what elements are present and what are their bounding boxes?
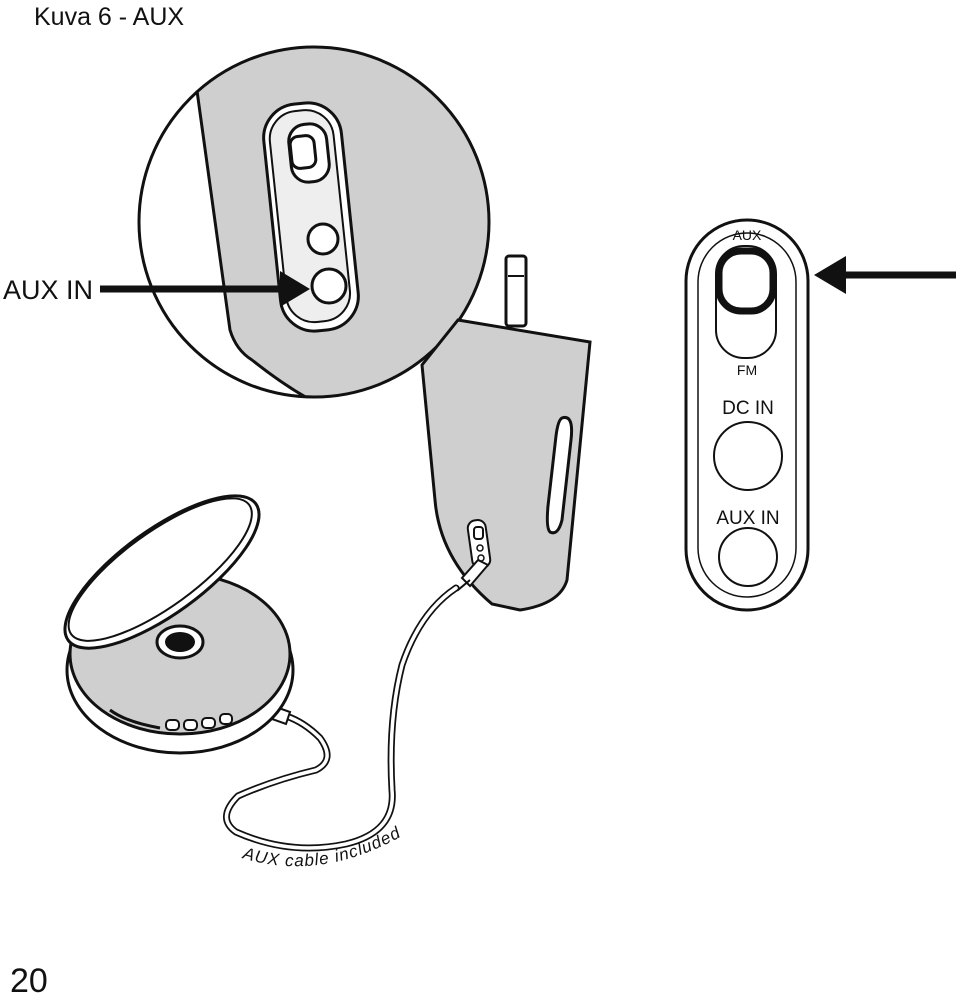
- zoom-circle: [137, 45, 491, 399]
- switch-fm-label: FM: [737, 362, 757, 378]
- switch-pointer-arrow: [814, 256, 956, 294]
- switch-aux-label: AUX: [733, 227, 762, 243]
- radio-device: [420, 254, 592, 612]
- page-number: 20: [10, 962, 48, 1000]
- aux-in-callout-label: AUX IN: [3, 275, 93, 305]
- dc-in-label: DC IN: [722, 398, 774, 419]
- antenna: [504, 254, 528, 328]
- figure-title: Kuva 6 - AUX: [34, 3, 185, 31]
- radio-body: [420, 318, 592, 612]
- dc-in-jack: [713, 421, 783, 491]
- zoom-aux-in-jack: [310, 267, 348, 305]
- control-panel: AUX FM DC IN AUX IN: [684, 218, 810, 612]
- aux-in-label: AUX IN: [716, 508, 779, 529]
- aux-in-callout-arrow: [100, 271, 310, 307]
- radio-side-slot: [545, 415, 574, 535]
- aux-in-jack: [718, 527, 778, 587]
- zoom-dc-in-jack: [306, 222, 340, 256]
- aux-fm-switch-knob: [715, 247, 777, 315]
- cd-player: [63, 494, 295, 755]
- cd-player-side-buttons: [165, 713, 233, 731]
